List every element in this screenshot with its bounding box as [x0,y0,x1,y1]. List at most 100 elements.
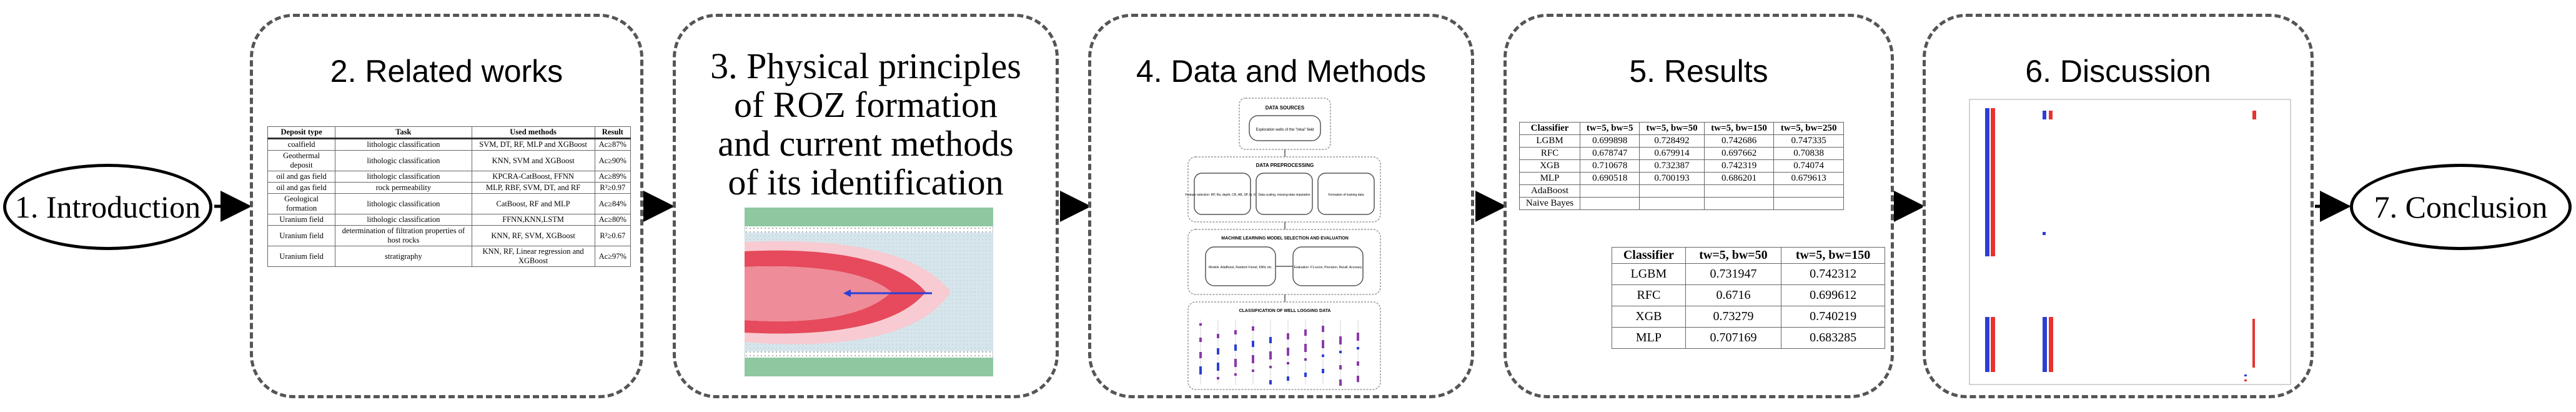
log-mark [1304,373,1307,377]
log-mark [1269,380,1272,384]
upper-aquitard [745,208,993,226]
log-mark [1252,369,1254,372]
related-table-header-cell: Deposit type [267,126,336,139]
related-table-cell: Uranium field [267,214,336,226]
related-table-cell: Ac≥80% [594,214,632,226]
results-table-full-cell: 0.686201 [1703,172,1775,185]
log-mark [1287,348,1289,356]
results-table-full-cell: 0.742686 [1703,134,1775,148]
results-table-full-cell [1773,197,1844,210]
log-mark [1339,336,1342,344]
log-mark [1304,358,1307,361]
results-table-full-cell: 0.699898 [1580,134,1640,148]
log-mark [1234,344,1237,351]
pre-box-2 [1256,173,1313,215]
related-table-cell: R²≥0.97 [594,182,632,194]
results-table-full-header-cell: tw=5, bw=150 [1703,122,1775,135]
related-table-cell: Uranium field [267,225,336,246]
results-table-selected-header-cell: tw=5, bw=50 [1685,247,1782,264]
results-table-selected-cell: MLP [1612,327,1686,349]
related-table-cell: stratigraphy [335,246,472,267]
results-table-selected-cell: LGBM [1612,263,1686,285]
log-mark [1234,373,1237,376]
sources-box [1249,115,1321,141]
classification-heading: CLASSIFICATION OF WELL LOGGING DATA [1239,309,1331,313]
scatter-point [2043,232,2046,235]
related-table-cell: lithologic classification [335,214,472,226]
log-mark [1322,326,1324,332]
pre-box-3-label: Formation of training data [1329,193,1364,197]
related-table-cell: KNN, RF, Linear regression and XGBoost [471,246,595,267]
related-table-cell: Geological formation [267,193,336,214]
results-table-full-header-cell: tw=5, bw=5 [1580,122,1640,135]
pre-box-1-label: Feature selection: RP, Ra, depth, CR, AB… [1185,193,1259,197]
results-table-full-cell: MLP [1518,172,1581,185]
log-mark [1269,337,1272,343]
scatter-point-cluster [1991,317,1995,372]
scatter-point-cluster [2043,111,2046,119]
log-mark [1339,351,1342,353]
results-table-full-row: Naive Bayes [1518,197,1844,210]
results-table-full-cell: 0.74074 [1773,159,1844,173]
related-works-title: 2. Related works [330,54,563,89]
log-mark [1252,355,1254,363]
scatter-frame [1969,99,2291,385]
results-table-selected-cell: 0.6716 [1685,284,1782,306]
results-table-full-cell: 0.700193 [1639,172,1705,185]
results-table-full-cell: 0.728492 [1639,134,1705,148]
scatter-point-cluster [2049,111,2053,119]
results-title: 5. Results [1629,54,1768,89]
related-table-header-cell: Result [594,126,632,139]
introduction-node: 1. Introduction [3,164,212,250]
results-table-full-cell [1773,184,1844,198]
reduced-zone [745,266,891,321]
results-table-selected-header-cell: Classifier [1612,247,1686,264]
results-table-full-cell: 0.732387 [1639,159,1705,173]
results-table-full-cell: 0.679914 [1639,147,1705,160]
log-mark [1252,341,1254,347]
scatter-point-cluster [1985,317,1989,372]
results-table-full-cell: XGB [1518,159,1581,173]
evaluation-box [1292,246,1364,286]
results-table-full-cell [1703,184,1775,198]
log-mark [1199,323,1202,326]
results-table-full-cell [1639,197,1705,210]
related-table-cell: oil and gas field [267,182,336,194]
log-mark [1217,348,1219,354]
pre-box-1 [1194,173,1251,215]
results-table-selected-cell: 0.699612 [1781,284,1885,306]
sources-heading: DATA SOURCES [1266,105,1305,111]
classification-plots [1199,319,1359,386]
results-table-full-cell [1703,197,1775,210]
results-table-selected-cell: 0.740219 [1781,306,1885,328]
log-mark [1252,326,1254,331]
results-table-full-header-cell: tw=5, bw=250 [1773,122,1844,135]
results-table-full-cell: 0.70838 [1773,147,1844,160]
results-table-full-cell [1580,197,1640,210]
log-mark [1339,365,1342,369]
related-table-cell: lithologic classification [335,171,472,183]
data-methods-title: 4. Data and Methods [1136,54,1427,89]
log-mark [1322,369,1324,373]
log-mark [1357,333,1359,341]
related-table-cell: Ac≥87% [594,138,632,151]
scatter-point-cluster [2252,319,2255,368]
log-mark [1287,376,1289,381]
results-table-selected-cell: 0.731947 [1685,263,1782,285]
related-table-cell: Ac≥97% [594,246,632,267]
related-table-cell: lithologic classification [335,150,472,171]
log-mark [1234,330,1237,334]
